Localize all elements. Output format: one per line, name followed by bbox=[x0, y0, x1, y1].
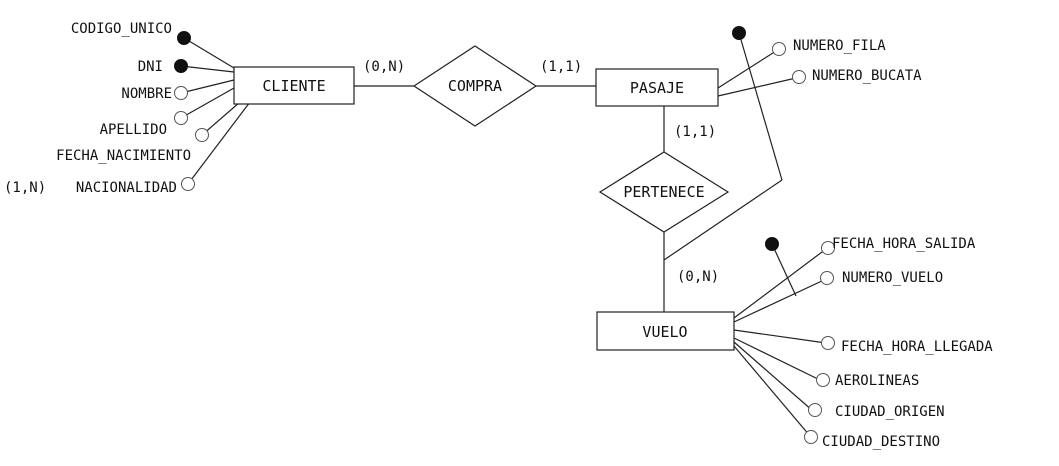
cardinality-cliente-compra: (0,N) bbox=[363, 59, 405, 75]
cliente-attribute-lines bbox=[180, 37, 251, 185]
attribute-ciudad-destino[interactable]: CIUDAD_DESTINO bbox=[804, 430, 941, 451]
composite-key-marker-vuelo bbox=[765, 237, 779, 251]
attribute-marker bbox=[821, 241, 835, 255]
attribute-aerolineas[interactable]: AEROLINEAS bbox=[816, 373, 920, 389]
attribute-fecha-nacimiento[interactable]: FECHA_NACIMIENTO bbox=[56, 128, 209, 165]
attribute-marker bbox=[174, 111, 188, 125]
entity-pasaje[interactable]: PASAJE bbox=[595, 68, 719, 107]
key-attribute-marker bbox=[177, 31, 191, 45]
entity-vuelo-label: VUELO bbox=[642, 323, 687, 341]
attribute-fecha-hora-salida-label: FECHA_HORA_SALIDA bbox=[832, 236, 976, 252]
attribute-marker bbox=[181, 177, 195, 191]
relationship-pertenece[interactable]: PERTENECE bbox=[598, 151, 730, 233]
attribute-codigo-unico-label: CODIGO_UNICO bbox=[71, 21, 172, 37]
entity-cliente-label: CLIENTE bbox=[262, 77, 325, 95]
attribute-fecha-nacimiento-label: FECHA_NACIMIENTO bbox=[56, 148, 191, 164]
attribute-nombre[interactable]: NOMBRE bbox=[121, 86, 188, 102]
pasaje-attribute-lines bbox=[717, 50, 797, 97]
attribute-aerolineas-label: AEROLINEAS bbox=[835, 373, 919, 389]
attribute-marker bbox=[772, 42, 786, 56]
relationship-pertenece-label: PERTENECE bbox=[623, 183, 704, 201]
vuelo-attribute-lines bbox=[733, 243, 827, 437]
attribute-numero-vuelo-label: NUMERO_VUELO bbox=[842, 270, 943, 286]
attribute-numero-fila[interactable]: NUMERO_FILA bbox=[772, 38, 887, 56]
cardinality-pasaje-pertenece: (1,1) bbox=[674, 124, 716, 140]
attribute-marker bbox=[820, 271, 834, 285]
entity-cliente[interactable]: CLIENTE bbox=[233, 66, 355, 105]
cardinality-pertenece-vuelo: (0,N) bbox=[677, 269, 719, 285]
attribute-numero-bucata[interactable]: NUMERO_BUCATA bbox=[792, 68, 923, 84]
composite-key-marker-pasaje bbox=[732, 26, 746, 40]
cardinality-nacionalidad: (1,N) bbox=[4, 180, 46, 196]
attribute-marker bbox=[816, 373, 830, 387]
entity-vuelo[interactable]: VUELO bbox=[596, 311, 735, 351]
attribute-fecha-hora-llegada-label: FECHA_HORA_LLEGADA bbox=[841, 339, 993, 355]
attribute-nombre-label: NOMBRE bbox=[121, 86, 172, 102]
attribute-numero-fila-label: NUMERO_FILA bbox=[793, 38, 886, 54]
attribute-nacionalidad[interactable]: NACIONALIDAD bbox=[76, 177, 195, 197]
attribute-nacionalidad-label: NACIONALIDAD bbox=[76, 180, 177, 196]
attribute-marker bbox=[174, 86, 188, 100]
attribute-marker bbox=[792, 70, 806, 84]
cardinality-compra-pasaje: (1,1) bbox=[540, 59, 582, 75]
attribute-dni[interactable]: DNI bbox=[138, 59, 188, 75]
relationship-compra-label: COMPRA bbox=[448, 77, 502, 95]
attribute-marker bbox=[821, 336, 835, 350]
attribute-apellido[interactable]: APELLIDO bbox=[100, 111, 188, 139]
attribute-ciudad-origen-label: CIUDAD_ORIGEN bbox=[835, 404, 945, 420]
attribute-fecha-hora-salida[interactable]: FECHA_HORA_SALIDA bbox=[821, 236, 976, 255]
attribute-marker bbox=[195, 128, 209, 142]
attribute-fecha-hora-llegada[interactable]: FECHA_HORA_LLEGADA bbox=[821, 336, 994, 356]
entity-pasaje-label: PASAJE bbox=[630, 79, 684, 97]
attribute-ciudad-destino-label: CIUDAD_DESTINO bbox=[822, 434, 940, 450]
attribute-marker bbox=[808, 403, 822, 417]
pasaje-vuelo-composite-key-line bbox=[663, 32, 783, 261]
attribute-numero-bucata-label: NUMERO_BUCATA bbox=[812, 68, 922, 84]
relationship-compra[interactable]: COMPRA bbox=[412, 45, 538, 127]
attribute-marker bbox=[804, 430, 818, 444]
attribute-numero-vuelo[interactable]: NUMERO_VUELO bbox=[820, 270, 944, 286]
attribute-ciudad-origen[interactable]: CIUDAD_ORIGEN bbox=[808, 403, 945, 421]
relationship-lines bbox=[354, 85, 665, 312]
attribute-apellido-label: APELLIDO bbox=[100, 122, 167, 138]
attribute-dni-label: DNI bbox=[138, 59, 163, 75]
attribute-codigo-unico[interactable]: CODIGO_UNICO bbox=[71, 21, 191, 45]
key-attribute-marker bbox=[174, 59, 188, 73]
